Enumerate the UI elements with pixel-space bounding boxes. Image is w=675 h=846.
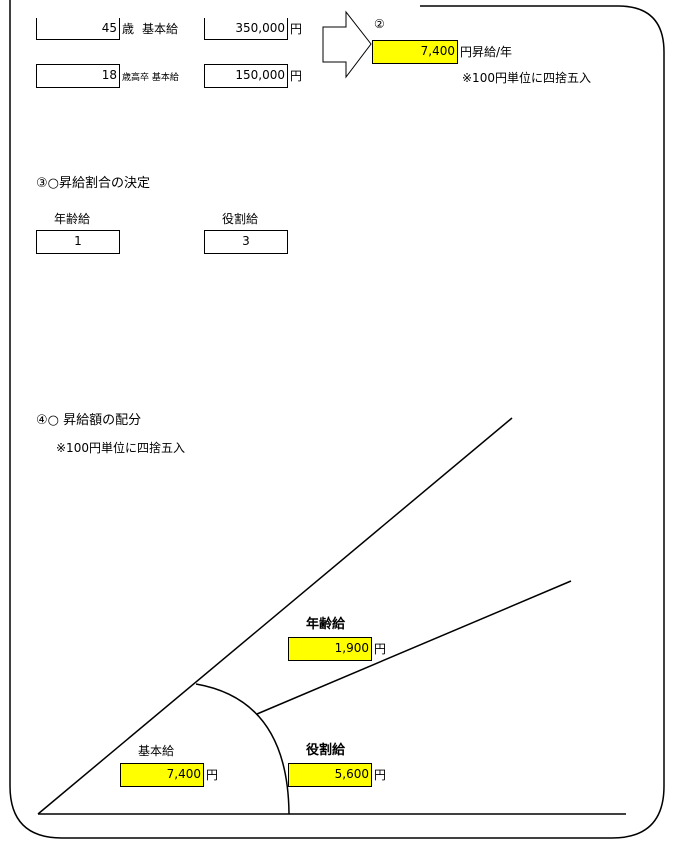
- yen-label-row2: 円: [290, 69, 303, 83]
- rounding-note-bottom: ※100円単位に四捨五入: [56, 441, 185, 455]
- alloc-age-pay-label: 年齢給: [306, 617, 346, 632]
- age-45-field[interactable]: 45: [36, 18, 120, 40]
- ratio-role-pay-field[interactable]: 3: [204, 230, 288, 254]
- alloc-base-pay-label: 基本給: [138, 744, 175, 758]
- alloc-age-pay-field[interactable]: 1,900: [288, 637, 372, 661]
- alloc-base-pay-field[interactable]: 7,400: [120, 763, 204, 787]
- circled-2-marker: ②: [374, 17, 385, 31]
- annual-raise-unit: 円昇給/年: [460, 45, 513, 59]
- yen-label-row1: 円: [290, 22, 303, 36]
- ratio-role-pay-label: 役割給: [222, 212, 259, 226]
- base-pay-18-field[interactable]: 150,000: [204, 64, 288, 88]
- alloc-base-pay-yen: 円: [206, 768, 219, 782]
- section4-heading: ④○ 昇給額の配分: [36, 413, 142, 428]
- ratio-age-pay-field[interactable]: 1: [36, 230, 120, 254]
- annual-raise-field[interactable]: 7,400: [372, 40, 458, 64]
- section3-heading: ③○昇給割合の決定: [36, 176, 150, 191]
- age-18-field[interactable]: 18: [36, 64, 120, 88]
- rounding-note-top: ※100円単位に四捨五入: [462, 71, 591, 85]
- base-pay-45-field[interactable]: 350,000: [204, 18, 288, 40]
- highschool-base-pay-label: 歳高卒 基本給: [122, 73, 179, 83]
- alloc-age-pay-yen: 円: [374, 642, 387, 656]
- rounded-frame: [9, 0, 665, 839]
- right-arrow-icon: [322, 10, 372, 79]
- alloc-role-pay-field[interactable]: 5,600: [288, 763, 372, 787]
- alloc-role-pay-yen: 円: [374, 768, 387, 782]
- age-unit-label: 歳: [122, 22, 135, 36]
- base-pay-label-45: 基本給: [142, 22, 179, 36]
- ratio-age-pay-label: 年齢給: [54, 212, 91, 226]
- fan-upper-ray: [37, 417, 513, 815]
- fan-middle-ray: [256, 580, 572, 715]
- fan-arc: [195, 683, 290, 815]
- alloc-role-pay-label: 役割給: [306, 743, 346, 758]
